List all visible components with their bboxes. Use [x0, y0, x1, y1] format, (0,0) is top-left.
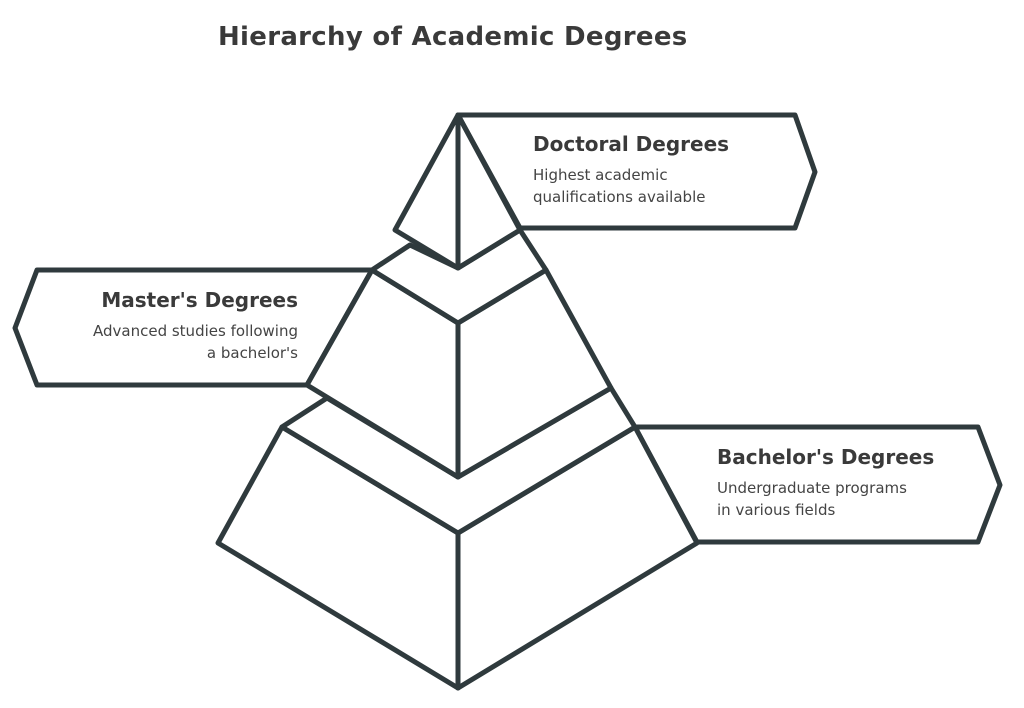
- doctoral-tier: [392, 112, 818, 271]
- diagram-title: Hierarchy of Academic Degrees: [218, 22, 688, 52]
- doctoral-label: Doctoral Degrees Highest academic qualif…: [533, 132, 793, 208]
- doctoral-description: Highest academic qualifications availabl…: [533, 166, 706, 206]
- bachelors-label: Bachelor's Degrees Undergraduate program…: [717, 445, 977, 521]
- bachelors-tier: [215, 385, 1003, 691]
- doctoral-heading: Doctoral Degrees: [533, 132, 730, 156]
- doctoral-pyramid-right-face: [455, 112, 523, 271]
- bachelors-heading: Bachelor's Degrees: [717, 445, 935, 469]
- masters-label: Master's Degrees Advanced studies follow…: [40, 288, 298, 364]
- masters-description: Advanced studies following a bachelor's: [93, 322, 298, 362]
- masters-tier: [12, 227, 614, 480]
- masters-heading: Master's Degrees: [101, 288, 298, 312]
- bachelors-description: Undergraduate programs in various fields: [717, 479, 907, 519]
- doctoral-pyramid-left-face: [392, 112, 461, 271]
